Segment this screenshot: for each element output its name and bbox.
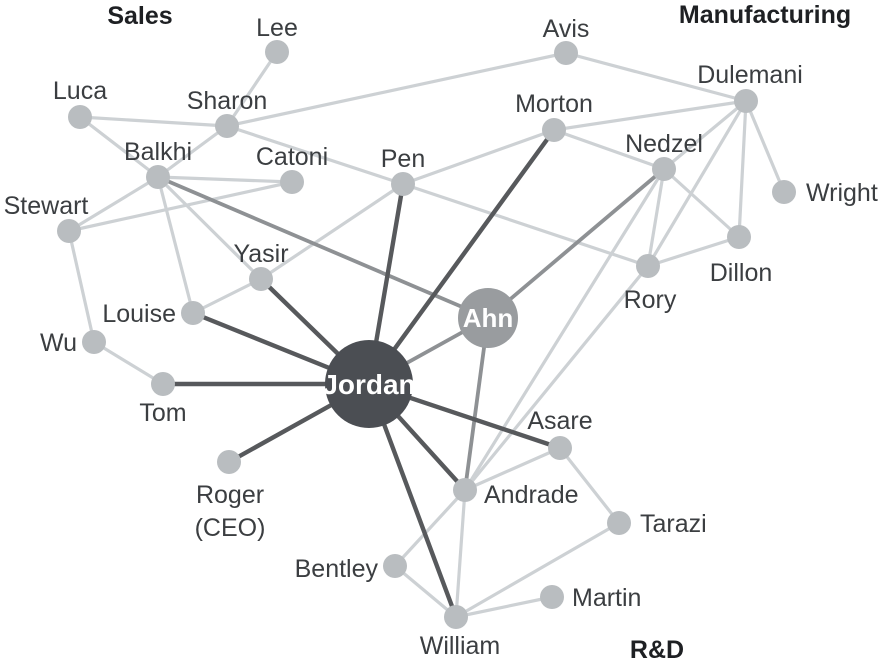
node-label-martin: Martin (572, 584, 641, 612)
node-label-sharon: Sharon (187, 87, 268, 115)
edge-dulemani-rory (646, 99, 748, 268)
node-label-ahn: Ahn (463, 303, 514, 333)
edge-asare-andrade (463, 446, 562, 492)
node-lee (265, 40, 289, 64)
edge-nedzel-andrade (463, 167, 666, 492)
node-roger (217, 450, 241, 474)
node-luca (68, 105, 92, 129)
group-label-manufacturing: Manufacturing (679, 1, 851, 29)
node-balkhi (146, 165, 170, 189)
edge-william-martin (454, 595, 554, 619)
edge-morton-dulemani (552, 99, 748, 132)
node-william (444, 605, 468, 629)
node-label-bentley: Bentley (295, 555, 379, 583)
edge-luca-sharon (78, 115, 229, 128)
node-label-stewart: Stewart (4, 192, 89, 220)
edge-nedzel-rory (646, 167, 666, 268)
node-martin (540, 585, 564, 609)
node-label-morton: Morton (515, 90, 593, 118)
node-label-tom: Tom (139, 399, 186, 427)
node-ahn (458, 288, 518, 348)
node-label-roger: Roger (196, 481, 264, 509)
node-sharon (215, 114, 239, 138)
edge-nedzel-dillon (662, 167, 741, 239)
node-andrade (453, 478, 477, 502)
edge-balkhi-catoni (156, 175, 294, 184)
edge-sharon-avis (225, 51, 568, 128)
node-wu (82, 330, 106, 354)
edge-pen-morton (401, 128, 556, 186)
group-label-rnd: R&D (630, 636, 684, 661)
edge-pen-rory (401, 182, 650, 268)
edge-william-tarazi (454, 521, 621, 619)
node-dillon (727, 225, 751, 249)
edge-bentley-william (393, 564, 458, 619)
node-nedzel (652, 157, 676, 181)
edge-balkhi-stewart (67, 175, 160, 233)
edge-morton-nedzel (552, 128, 666, 171)
edge-balkhi-louise (156, 175, 195, 315)
edge-sharon-pen (225, 124, 405, 186)
edge-dulemani-dillon (737, 99, 748, 239)
edge-avis-dulemani (564, 51, 748, 103)
node-louise (181, 301, 205, 325)
node-label-pen: Pen (381, 145, 425, 173)
edge-lee-sharon (225, 50, 279, 128)
edge-asare-tarazi (558, 446, 621, 525)
edge-balkhi-yasir (156, 175, 263, 281)
node-asare (548, 436, 572, 460)
edge-dulemani-wright (744, 99, 786, 194)
node-morton (542, 118, 566, 142)
edge-dulemani-nedzel (662, 99, 748, 171)
edge-yasir-louise (191, 277, 263, 315)
edge-nedzel-ahn (486, 167, 666, 320)
edge-jordan-morton (366, 127, 557, 387)
edge-stewart-wu (67, 229, 96, 344)
node-label-wu: Wu (40, 329, 77, 357)
node-bentley (383, 554, 407, 578)
node-label-andrade: Andrade (484, 481, 579, 509)
node-pen (391, 172, 415, 196)
node-avis (554, 41, 578, 65)
node-label-tarazi: Tarazi (640, 510, 707, 538)
edge-stewart-catoni (67, 180, 294, 233)
node-label-lee: Lee (256, 14, 298, 42)
node-label-asare: Asare (527, 407, 592, 435)
node-yasir (249, 267, 273, 291)
node-label-nedzel: Nedzel (625, 130, 703, 158)
edge-rory-dillon (646, 235, 741, 268)
node-dulemani (734, 89, 758, 113)
edge-sharon-balkhi (156, 124, 229, 179)
edge-andrade-william (454, 488, 467, 619)
node-tom (151, 372, 175, 396)
node-tarazi (607, 511, 631, 535)
node-label-jordan: Jordan (322, 369, 415, 400)
edge-wu-tom (92, 340, 165, 386)
edge-yasir-pen (259, 182, 405, 281)
node-label-dillon: Dillon (710, 259, 773, 287)
node-label-balkhi: Balkhi (124, 138, 192, 166)
node-label-luca: Luca (53, 77, 107, 105)
node-label-william: William (420, 632, 501, 660)
node-label-dulemani: Dulemani (697, 61, 803, 89)
node-label-louise: Louise (102, 300, 176, 328)
node-label-wright: Wright (806, 179, 878, 207)
edge-andrade-bentley (393, 488, 467, 568)
node-label-yasir: Yasir (233, 240, 288, 268)
edge-luca-balkhi (78, 115, 160, 179)
node-wright (772, 180, 796, 204)
node-label-rory: Rory (624, 286, 677, 314)
node-stewart (57, 219, 81, 243)
node-catoni (280, 170, 304, 194)
node-label-catoni: Catoni (256, 143, 328, 171)
node-label-avis: Avis (543, 15, 590, 43)
node-rory (636, 254, 660, 278)
group-label-sales: Sales (107, 2, 172, 30)
node-jordan (325, 340, 413, 428)
node-label-roger-1: (CEO) (195, 514, 266, 542)
edge-rory-andrade (463, 264, 650, 492)
edge-balkhi-ahn (156, 175, 490, 320)
